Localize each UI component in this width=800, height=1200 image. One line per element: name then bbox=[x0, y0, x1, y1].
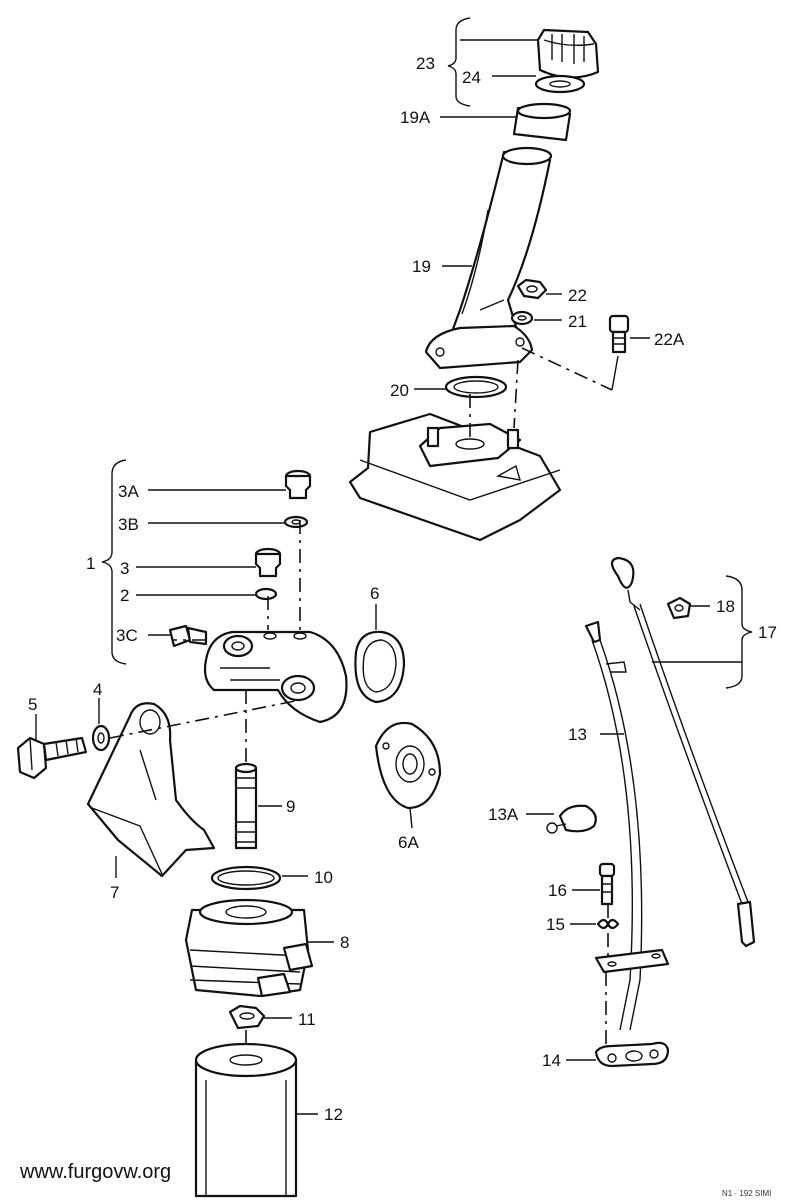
ring-18 bbox=[666, 596, 692, 620]
callout-2: 2 bbox=[120, 586, 129, 605]
washer-21 bbox=[510, 310, 534, 326]
callout-9: 9 bbox=[286, 797, 295, 816]
callout-12: 12 bbox=[324, 1105, 343, 1124]
leader-lines bbox=[35, 17, 753, 1115]
callout-7: 7 bbox=[110, 883, 119, 902]
callout-14: 14 bbox=[542, 1051, 561, 1070]
callout-16: 16 bbox=[548, 881, 567, 900]
clip-13A bbox=[546, 804, 597, 834]
callout-22a: 22A bbox=[654, 330, 685, 349]
drawing-code: N1 · 192 SIMI bbox=[722, 1189, 771, 1198]
callout-17: 17 bbox=[758, 623, 777, 642]
guide-tube-13 bbox=[584, 620, 670, 1031]
connector-9 bbox=[234, 762, 258, 850]
callout-labels: 23 24 19A 19 22 21 22A 20 3A 3B 1 3 2 3C… bbox=[28, 54, 777, 1124]
watermark: www.furgovw.org bbox=[19, 1161, 171, 1183]
cap-seal bbox=[534, 74, 586, 94]
callout-13: 13 bbox=[568, 725, 587, 744]
washer-3B bbox=[283, 515, 309, 529]
oil-filler-neck bbox=[424, 146, 553, 370]
callout-21: 21 bbox=[568, 312, 587, 331]
callout-15: 15 bbox=[546, 915, 565, 934]
plug-3A bbox=[284, 469, 312, 500]
oil-filter-bracket bbox=[203, 630, 348, 724]
callout-6a: 6A bbox=[398, 833, 419, 852]
callout-13a: 13A bbox=[488, 805, 519, 824]
gasket-14 bbox=[594, 1041, 670, 1068]
callout-18: 18 bbox=[716, 597, 735, 616]
nut-11 bbox=[228, 1004, 266, 1030]
callout-3: 3 bbox=[120, 559, 129, 578]
screw-3C bbox=[168, 624, 208, 648]
callout-24: 24 bbox=[462, 68, 481, 87]
bolt-22A bbox=[608, 314, 630, 354]
callout-4: 4 bbox=[93, 680, 102, 699]
oil-filter-12 bbox=[194, 1042, 298, 1198]
cylinder-head-cover bbox=[348, 412, 562, 542]
callout-22: 22 bbox=[568, 286, 587, 305]
callout-8: 8 bbox=[340, 933, 349, 952]
gasket-6A bbox=[374, 721, 442, 810]
callout-11: 11 bbox=[298, 1010, 316, 1029]
callout-3a: 3A bbox=[118, 482, 139, 501]
dipstick-17 bbox=[610, 556, 756, 948]
callout-20: 20 bbox=[390, 381, 409, 400]
plug-3 bbox=[254, 547, 282, 578]
callout-19a: 19A bbox=[400, 108, 431, 127]
filler-cap bbox=[536, 28, 600, 79]
callout-19: 19 bbox=[412, 257, 431, 276]
washer-4 bbox=[91, 724, 111, 752]
callout-23: 23 bbox=[416, 54, 435, 73]
callout-3c: 3C bbox=[116, 626, 138, 645]
gasket-20 bbox=[444, 375, 508, 399]
seal-10 bbox=[210, 865, 282, 891]
callout-3b: 3B bbox=[118, 515, 139, 534]
filler-neck-insert bbox=[512, 102, 572, 142]
bracket-7 bbox=[86, 702, 216, 878]
oil-cooler-8 bbox=[184, 898, 314, 998]
bolt-5 bbox=[16, 736, 88, 780]
washer-2 bbox=[254, 587, 278, 601]
callout-1: 1 bbox=[86, 554, 95, 573]
callout-5: 5 bbox=[28, 695, 37, 714]
gasket-6 bbox=[354, 630, 406, 704]
nut-22 bbox=[516, 278, 548, 300]
callout-6: 6 bbox=[370, 584, 379, 603]
bolt-16 bbox=[598, 862, 616, 906]
callout-10: 10 bbox=[314, 868, 333, 887]
